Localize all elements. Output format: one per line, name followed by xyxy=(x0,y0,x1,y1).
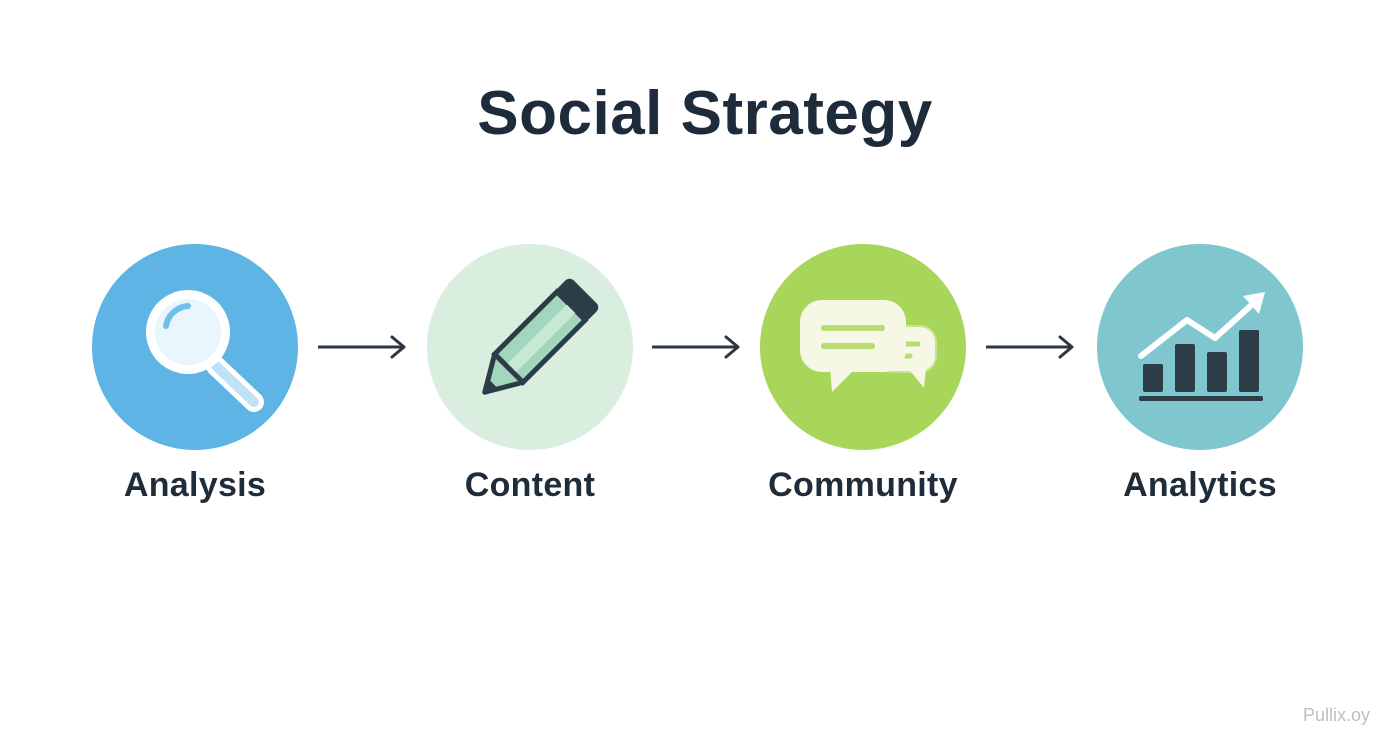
arrow-1 xyxy=(316,333,408,361)
arrow-right-icon xyxy=(986,335,1074,359)
step-label: Community xyxy=(768,466,958,504)
pencil-icon xyxy=(427,244,633,450)
step-analysis: Analysis xyxy=(75,244,315,505)
arrow-right-icon xyxy=(652,335,740,359)
step-content: Content xyxy=(410,244,650,505)
magnifier-icon xyxy=(92,244,298,450)
content-circle xyxy=(427,244,633,450)
watermark: Pullix.oy xyxy=(1302,705,1370,725)
diagram-title: Social Strategy xyxy=(477,79,933,148)
bar-chart-icon xyxy=(1097,244,1303,450)
analysis-circle xyxy=(92,244,298,450)
analytics-circle xyxy=(1097,244,1303,450)
step-analytics: Analytics xyxy=(1080,244,1320,505)
step-label: Analysis xyxy=(123,466,267,504)
arrow-right-icon xyxy=(318,335,406,359)
step-label: Analytics xyxy=(1123,466,1277,504)
step-label: Content xyxy=(464,466,596,504)
chat-bubbles-icon xyxy=(760,244,966,450)
community-circle xyxy=(760,244,966,450)
arrow-2 xyxy=(650,333,742,361)
step-community: Community xyxy=(743,244,983,505)
arrow-3 xyxy=(984,333,1076,361)
